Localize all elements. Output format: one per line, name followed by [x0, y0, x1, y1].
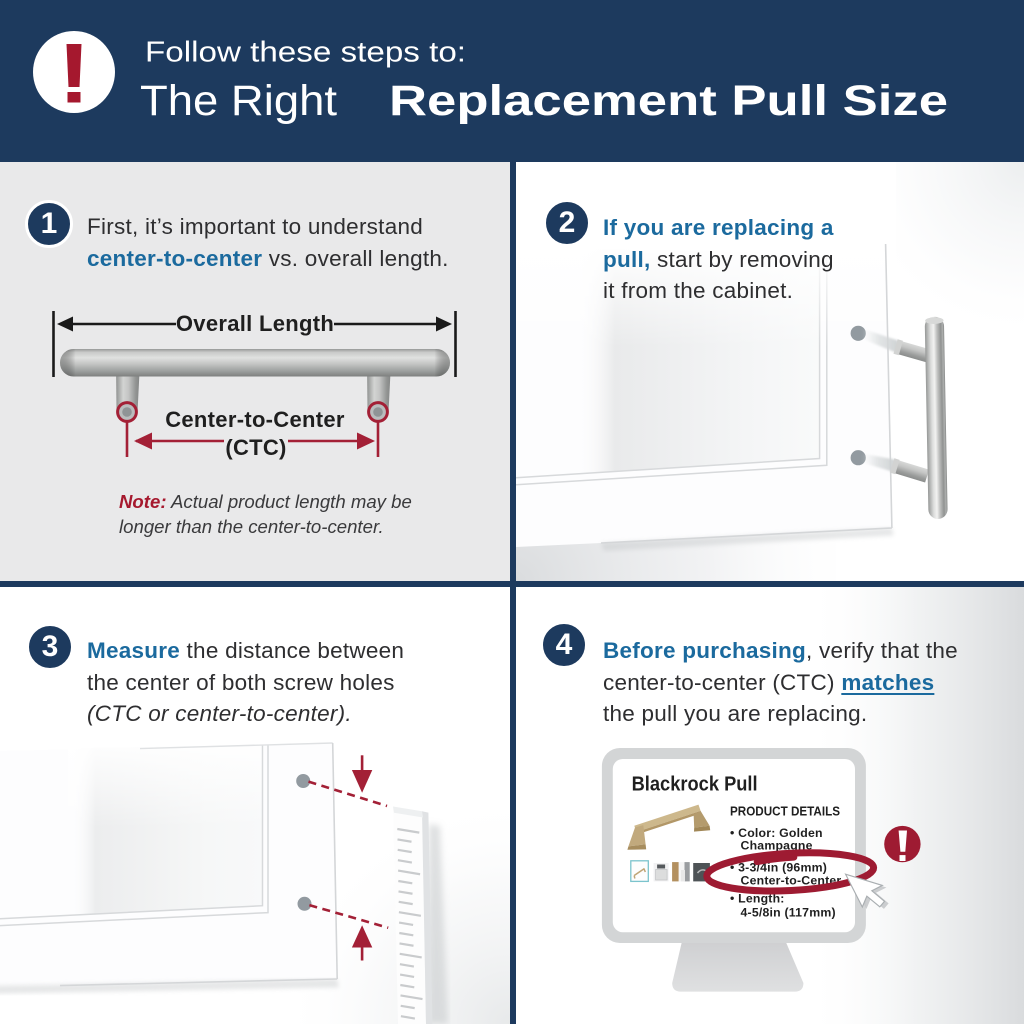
svg-text:PRODUCT DETAILS: PRODUCT DETAILS: [730, 805, 840, 819]
svg-text:• Color: Golden: • Color: Golden: [730, 826, 823, 840]
svg-text:(CTC): (CTC): [225, 435, 286, 460]
svg-text:Champagne: Champagne: [741, 839, 813, 853]
svg-text:• Length:: • Length:: [730, 892, 785, 906]
svg-text:Blackrock Pull: Blackrock Pull: [632, 772, 758, 795]
svg-text:Overall Length: Overall Length: [176, 311, 334, 336]
svg-text:The Right: The Right: [140, 77, 337, 125]
svg-text:Replacement Pull Size: Replacement Pull Size: [389, 77, 948, 125]
svg-text:Center-to-Center: Center-to-Center: [165, 407, 345, 432]
svg-text:Follow these steps to:: Follow these steps to:: [145, 37, 466, 69]
svg-text:Center-to-Center: Center-to-Center: [741, 873, 842, 887]
svg-text:4-5/8in (117mm): 4-5/8in (117mm): [741, 906, 836, 920]
svg-text:• 3-3/4in (96mm): • 3-3/4in (96mm): [730, 861, 827, 875]
